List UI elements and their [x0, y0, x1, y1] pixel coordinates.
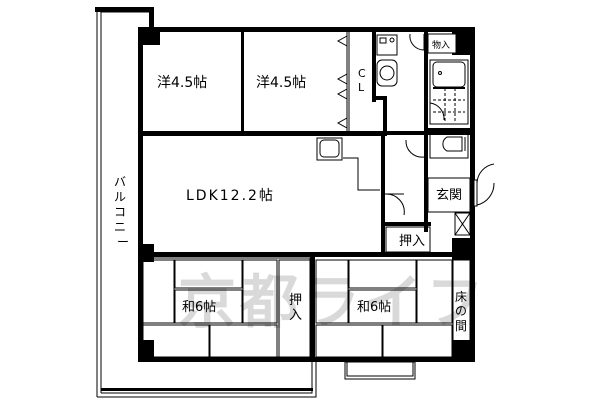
balcony-char-2: ル: [114, 190, 126, 204]
closet-label-c: C: [358, 67, 366, 80]
closet-doors: [336, 32, 350, 131]
japanese-closet-char-1: 押: [289, 293, 302, 308]
room-label-western-2: 洋4.5帖: [256, 75, 306, 91]
balcony-char-1: バ: [114, 175, 126, 189]
kitchen-fixtures: [316, 34, 398, 191]
tokonoma-char-3: 間: [455, 319, 467, 333]
room-label-ldk: LDK12.2帖: [186, 188, 275, 204]
balcony-char-3: コ: [114, 205, 126, 219]
balcony-char-5: ー: [117, 235, 129, 249]
watermark: 京都ライフ: [178, 268, 488, 336]
bathroom-fixtures: [427, 33, 469, 159]
room-label-japanese-1: 和6帖: [182, 300, 216, 315]
balcony-char-4: ニ: [114, 220, 126, 234]
entrance-label: 玄関: [436, 188, 462, 203]
storage-hall-label: 押入: [399, 234, 425, 249]
entrance-fixtures: [385, 177, 471, 253]
room-label-western-1: 洋4.5帖: [157, 75, 207, 91]
storage-small-label: 物入: [432, 39, 450, 51]
doors: [384, 33, 495, 216]
balcony-outline: [95, 7, 317, 398]
tokonoma-char-1: 床: [455, 290, 467, 304]
windows: [175, 28, 440, 380]
tokonoma-char-2: の: [455, 304, 467, 318]
japanese-closet-char-2: 入: [289, 308, 302, 323]
room-label-japanese-2: 和6帖: [357, 300, 391, 315]
tatami-right: [315, 259, 471, 358]
tatami-left: [142, 257, 311, 358]
closet-label-l: L: [358, 81, 365, 94]
